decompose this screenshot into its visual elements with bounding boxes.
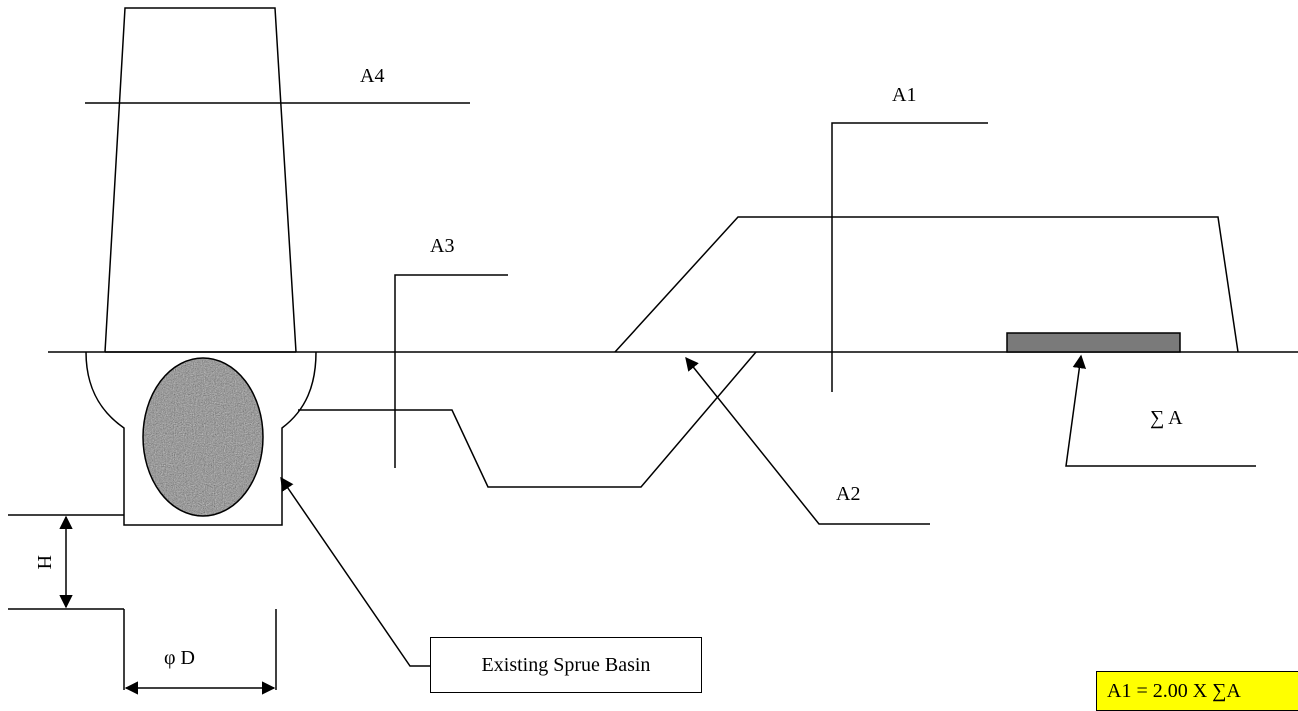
formula-box: A1 = 2.00 X ∑A bbox=[1096, 671, 1298, 711]
ingate-bar bbox=[1006, 332, 1181, 353]
a2-label: A2 bbox=[836, 483, 860, 505]
sprue-basin-outline bbox=[85, 351, 317, 526]
sprue bbox=[104, 7, 297, 353]
runner-cope bbox=[614, 216, 1239, 353]
a3-label: A3 bbox=[430, 235, 454, 257]
runner-drag bbox=[298, 351, 757, 488]
h-label: H bbox=[33, 555, 55, 569]
phi-d-label: φ D bbox=[164, 647, 195, 669]
a4-label: A4 bbox=[360, 65, 384, 87]
gating-system-diagram: A4 H φ D A3 A2 A1 ∑ A bbox=[8, 7, 1298, 695]
a3-section-line bbox=[394, 274, 508, 468]
formula-text: A1 = 2.00 X ∑A bbox=[1107, 680, 1241, 702]
sum-a-leader bbox=[1065, 354, 1256, 467]
existing-sprue-basin-callout: Existing Sprue Basin bbox=[430, 637, 702, 693]
a1-label: A1 bbox=[892, 84, 916, 106]
sum-a-label: ∑ A bbox=[1150, 407, 1183, 429]
stone-texture bbox=[143, 358, 263, 516]
a1-section-line bbox=[831, 122, 988, 392]
a2-leader bbox=[685, 356, 930, 525]
sprue-basin-leader bbox=[280, 476, 430, 667]
existing-sprue-basin-text: Existing Sprue Basin bbox=[481, 653, 651, 676]
sprue-basin-stone-edge bbox=[142, 357, 264, 517]
